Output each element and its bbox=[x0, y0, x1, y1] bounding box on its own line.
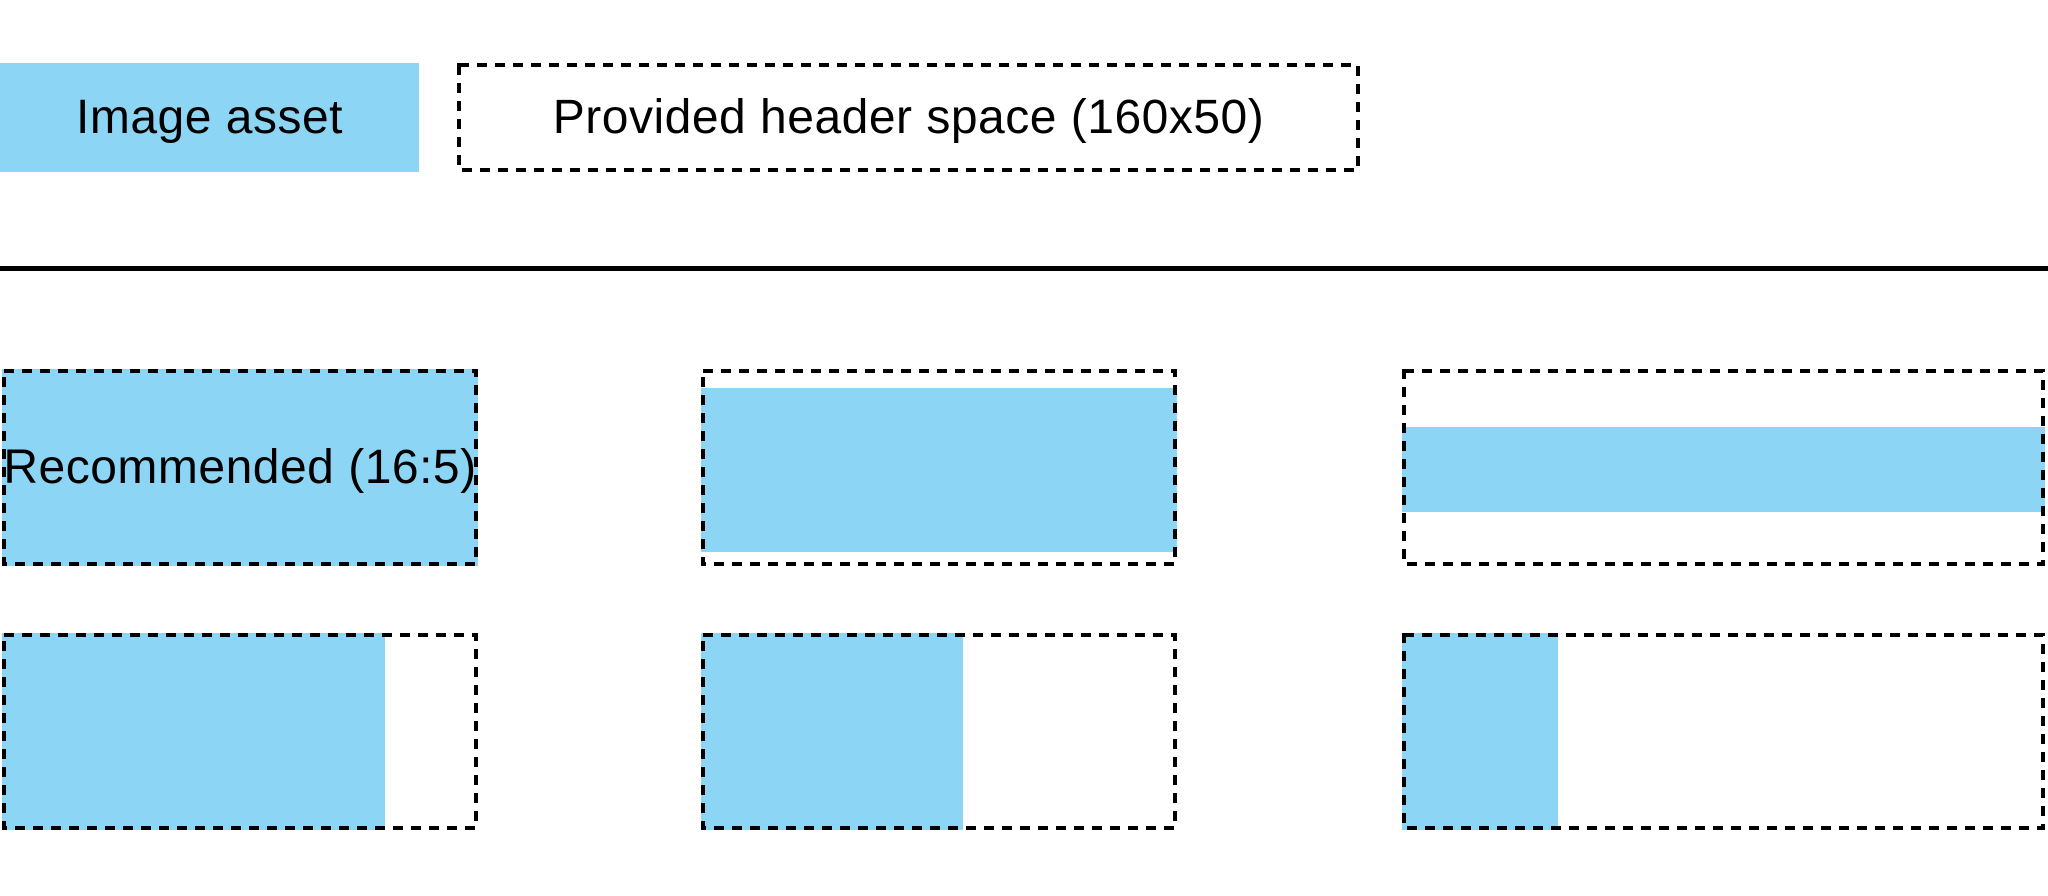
image-asset-fill bbox=[701, 633, 963, 830]
dashed-border bbox=[2, 369, 478, 566]
image-asset-fill bbox=[1402, 427, 2045, 512]
legend-header-space-box: Provided header space (160x50) bbox=[457, 63, 1360, 172]
dashed-border bbox=[1402, 633, 2045, 830]
example-box-most-width bbox=[2, 633, 478, 830]
section-divider bbox=[0, 266, 2048, 271]
dashed-border bbox=[1402, 369, 2045, 566]
dashed-border bbox=[2, 633, 478, 830]
example-box-half-width bbox=[701, 633, 1177, 830]
legend-image-asset-label: Image asset bbox=[76, 91, 343, 144]
image-asset-fill bbox=[1402, 633, 1558, 830]
example-box-wide-short bbox=[701, 369, 1177, 566]
example-box-quarter-width bbox=[1402, 633, 2045, 830]
dashed-border bbox=[457, 63, 1360, 172]
image-asset-fill bbox=[701, 388, 1177, 552]
example-box-thin-strip bbox=[1402, 369, 2045, 566]
image-asset-fill bbox=[2, 369, 478, 566]
example-box-recommended: Recommended (16:5) bbox=[2, 369, 478, 566]
dashed-border bbox=[701, 633, 1177, 830]
legend-image-asset-swatch: Image asset bbox=[0, 63, 419, 172]
image-asset-fill bbox=[2, 633, 385, 830]
dashed-border bbox=[701, 369, 1177, 566]
